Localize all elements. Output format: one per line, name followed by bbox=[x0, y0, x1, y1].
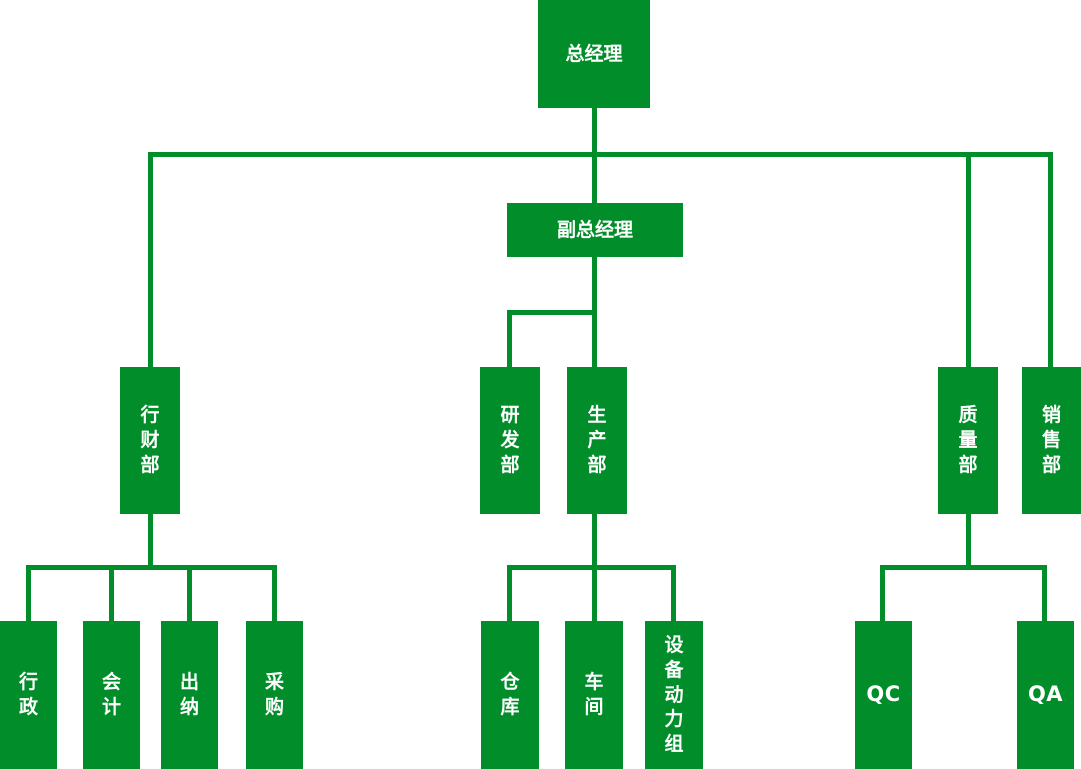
org-node-quality-dept: 质 量 部 bbox=[938, 367, 998, 514]
org-node-warehouse: 仓 库 bbox=[481, 621, 539, 769]
connector-line bbox=[507, 565, 676, 570]
connector-line bbox=[507, 310, 512, 367]
connector-line bbox=[1048, 157, 1053, 367]
org-node-qc: QC bbox=[855, 621, 912, 769]
connector-line bbox=[26, 570, 31, 621]
org-node-general-manager: 总经理 bbox=[538, 0, 650, 108]
org-node-workshop: 车 间 bbox=[565, 621, 623, 769]
connector-line bbox=[26, 565, 277, 570]
connector-line bbox=[966, 514, 971, 567]
connector-line bbox=[507, 310, 597, 315]
connector-line bbox=[592, 108, 597, 152]
org-node-qa: QA bbox=[1017, 621, 1074, 769]
connector-line bbox=[592, 157, 597, 203]
org-node-rd-dept: 研 发 部 bbox=[480, 367, 540, 514]
connector-line bbox=[272, 570, 277, 621]
connector-line bbox=[880, 565, 1047, 570]
org-node-admin-finance-dept: 行 财 部 bbox=[120, 367, 180, 514]
org-node-administration: 行 政 bbox=[0, 621, 57, 769]
org-node-cashier: 出 纳 bbox=[161, 621, 218, 769]
org-node-accounting: 会 计 bbox=[83, 621, 140, 769]
connector-line bbox=[966, 157, 971, 367]
connector-line bbox=[1042, 570, 1047, 621]
connector-line bbox=[592, 514, 597, 567]
connector-line bbox=[592, 570, 597, 621]
connector-line bbox=[148, 514, 153, 567]
connector-line bbox=[187, 570, 192, 621]
connector-line bbox=[880, 570, 885, 621]
connector-line bbox=[507, 570, 512, 621]
connector-line bbox=[109, 570, 114, 621]
org-node-deputy-general-manager: 副总经理 bbox=[507, 203, 683, 257]
org-node-sales-dept: 销 售 部 bbox=[1022, 367, 1081, 514]
org-node-equipment-power-group: 设 备 动 力 组 bbox=[645, 621, 703, 769]
connector-line bbox=[148, 152, 1053, 157]
connector-line bbox=[148, 157, 153, 367]
org-node-procurement: 采 购 bbox=[246, 621, 303, 769]
org-node-production-dept: 生 产 部 bbox=[567, 367, 627, 514]
connector-line bbox=[671, 570, 676, 621]
